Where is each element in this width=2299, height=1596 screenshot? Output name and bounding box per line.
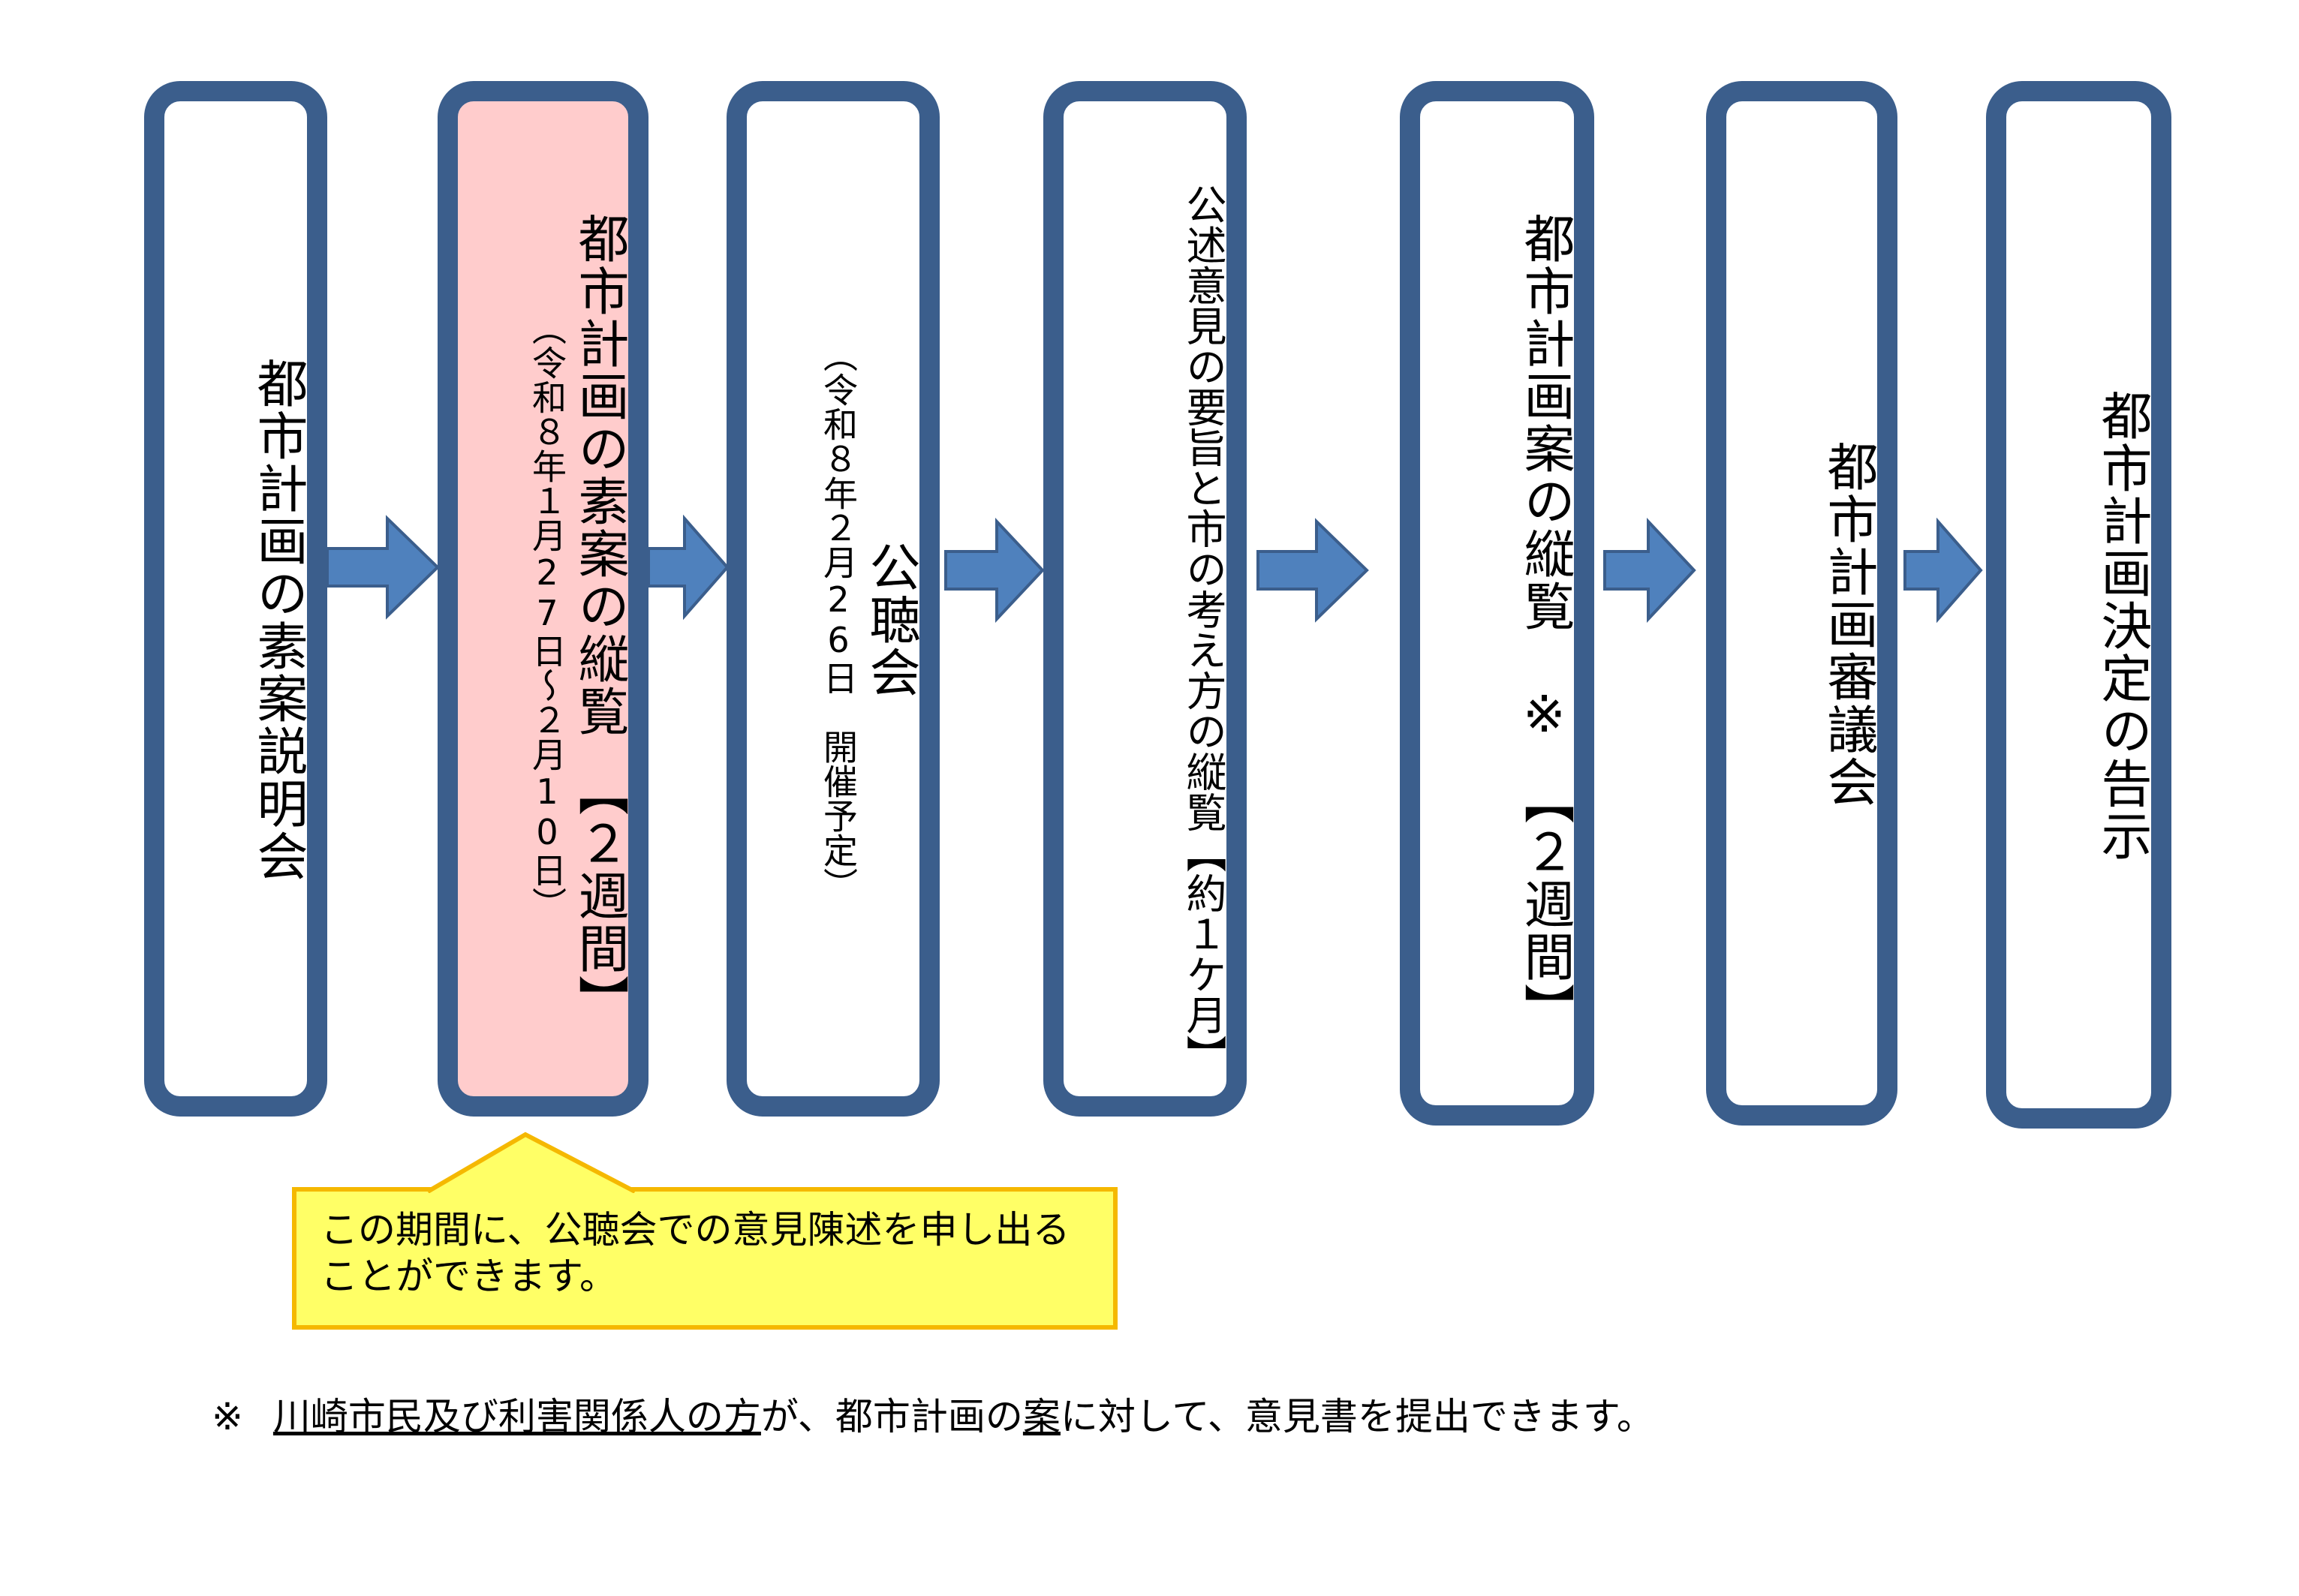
- arrow-right-icon: [648, 515, 730, 620]
- arrow-right-icon: [1903, 518, 1983, 623]
- step-3-title: 公聴会: [860, 540, 919, 699]
- step-2-box: 都市計画の素案の縦覧 【２週間】（令和８年１月27日～２月10日）: [438, 81, 648, 1117]
- footnote: ※ 川崎市民及び利害関係人の方が、都市計画の案に対して、意見書を提出できます。: [212, 1387, 1654, 1441]
- step-5-title: 都市計画案の縦覧 ※ 【２週間】: [1515, 212, 1574, 1035]
- arrow-right-icon: [327, 515, 440, 620]
- step-7-box: 都市計画決定の告示: [1986, 81, 2171, 1129]
- callout-note: この期間に、公聴会での意見陳述を申し出ることができます。: [292, 1187, 1118, 1330]
- step-6-title: 都市計画審議会: [1818, 440, 1877, 808]
- footnote-text-2: に対して、意見書を提出できます。: [1060, 1395, 1654, 1438]
- step-2-title: 都市計画の素案の縦覧 【２週間】: [569, 212, 628, 1027]
- footnote-text-1: が、都市計画の: [760, 1395, 1023, 1438]
- footnote-underlined-1: 川崎市民及び利害関係人の方: [272, 1395, 761, 1438]
- step-2-note: （令和８年１月27日～２月10日）: [527, 310, 567, 921]
- step-5-box: 都市計画案の縦覧 ※ 【２週間】: [1400, 81, 1594, 1126]
- callout-pointer: [428, 1132, 636, 1193]
- step-6-box: 都市計画審議会: [1706, 81, 1897, 1126]
- step-3-note: （令和８年２月26日 開催予定）: [818, 337, 859, 902]
- reference-mark: ※: [212, 1395, 243, 1438]
- step-3-box: 公聴会（令和８年２月26日 開催予定）: [727, 81, 940, 1117]
- footnote-underlined-2: 案: [1022, 1395, 1061, 1438]
- step-1-title: 都市計画の素案説明会: [248, 356, 307, 882]
- step-1-box: 都市計画の素案説明会: [144, 81, 327, 1117]
- arrow-right-icon: [1603, 518, 1696, 623]
- step-4-title: 公述意見の要旨と市の考え方の縦覧【約１ケ月】: [1179, 184, 1226, 1075]
- step-7-title: 都市計画決定の告示: [2092, 389, 2151, 862]
- step-4-box: 公述意見の要旨と市の考え方の縦覧【約１ケ月】: [1043, 81, 1247, 1117]
- arrow-right-icon: [944, 518, 1045, 623]
- arrow-right-icon: [1256, 518, 1369, 623]
- callout-text: この期間に、公聴会での意見陳述を申し出ることができます。: [320, 1208, 1070, 1298]
